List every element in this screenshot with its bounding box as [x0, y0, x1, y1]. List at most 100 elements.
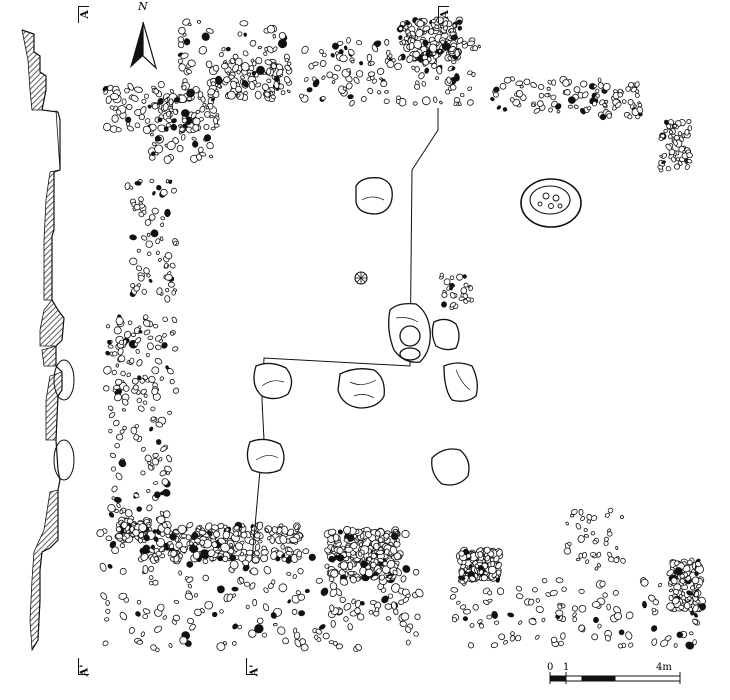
stone [457, 25, 463, 31]
stone [387, 593, 394, 599]
stone [402, 27, 407, 32]
stone [367, 548, 372, 554]
stone [618, 629, 625, 636]
stone [549, 589, 558, 597]
stone [561, 586, 567, 592]
stone [449, 28, 454, 33]
stone [182, 32, 187, 37]
stone [160, 222, 165, 228]
stone [198, 529, 207, 536]
stone [257, 539, 263, 544]
stone [385, 49, 391, 56]
stone [110, 466, 117, 472]
stone [149, 123, 157, 131]
stone [658, 136, 664, 142]
stone [178, 26, 186, 35]
stone [634, 81, 640, 88]
stone [172, 108, 178, 115]
stone [343, 616, 349, 622]
stone [284, 64, 291, 71]
stone [608, 556, 615, 563]
stone [209, 115, 214, 119]
stone [684, 164, 690, 170]
stone [137, 405, 145, 412]
stone [273, 80, 280, 89]
stone [319, 49, 324, 55]
stone [210, 81, 216, 87]
stone [153, 491, 161, 499]
stone [171, 316, 178, 324]
stone [547, 79, 553, 85]
stone [219, 609, 224, 614]
stone [469, 623, 475, 628]
stone [393, 528, 398, 533]
stone [184, 592, 194, 601]
stone [118, 339, 125, 345]
stone [120, 370, 126, 377]
stone [140, 106, 147, 115]
stone [502, 107, 508, 112]
stone [225, 46, 231, 52]
stone [459, 604, 467, 610]
stone [422, 25, 431, 32]
stone [154, 144, 164, 154]
stone [263, 587, 269, 594]
stone [245, 604, 250, 610]
stone [192, 124, 200, 132]
stone [381, 595, 389, 604]
stone [107, 344, 114, 349]
stone [237, 31, 243, 37]
stone [169, 89, 175, 94]
stone [241, 79, 249, 88]
stone [222, 555, 229, 563]
stone [137, 375, 142, 381]
stone [379, 77, 384, 81]
stone [178, 570, 182, 576]
stone [105, 350, 111, 356]
stone [449, 84, 457, 91]
stone [254, 532, 261, 539]
stone [273, 622, 278, 627]
stone [133, 86, 143, 93]
stone [249, 39, 257, 47]
stone [402, 565, 411, 573]
stone-wall-west [103, 178, 180, 544]
stone [148, 565, 155, 572]
stone [602, 592, 608, 598]
stone [201, 32, 210, 41]
stone [146, 232, 151, 237]
stone [283, 76, 291, 84]
stone [119, 567, 127, 575]
stone [230, 80, 238, 90]
stone [331, 80, 336, 84]
stone [278, 583, 288, 593]
stone [617, 92, 623, 98]
stone [164, 274, 173, 281]
stone [159, 376, 164, 381]
section-label-aprime-mid: A' [247, 664, 261, 677]
stone [233, 530, 240, 537]
stone [116, 433, 124, 441]
stone [114, 443, 120, 449]
stone [126, 103, 133, 111]
stone [254, 543, 261, 552]
stone [115, 526, 122, 533]
stone [321, 75, 326, 80]
stone [199, 539, 206, 546]
stone-cluster-east [439, 272, 626, 571]
stone [123, 330, 132, 339]
stone [190, 546, 199, 553]
stone [292, 574, 298, 579]
stone [243, 90, 248, 96]
stone [151, 142, 157, 147]
stone [110, 93, 119, 101]
stone [544, 93, 550, 98]
stone [138, 330, 143, 334]
stone [507, 612, 515, 618]
foundation-stone [246, 438, 285, 474]
stone [187, 22, 192, 27]
stone [160, 216, 166, 221]
stone [134, 337, 142, 344]
stone [226, 593, 233, 602]
stone [498, 633, 506, 641]
